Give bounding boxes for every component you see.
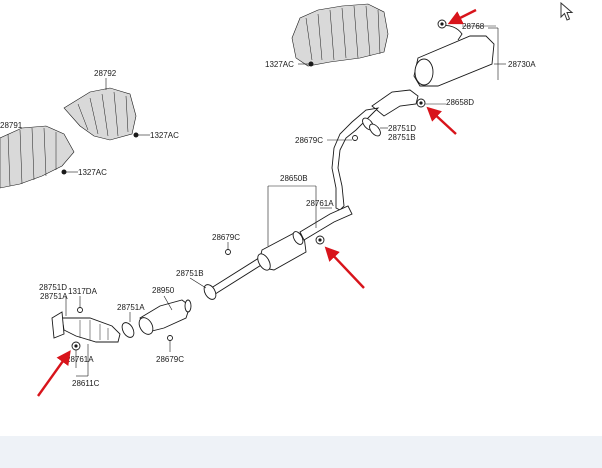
label-1317da: 1317DA [68,287,98,296]
red-arrow-muffler-bolt [426,106,457,135]
label-28751b-mid: 28751B [176,269,204,278]
label-28761a-mid: 28761A [306,199,334,208]
label-28650b: 28650B [280,174,308,183]
label-1327ac-top: 1327AC [265,60,294,69]
label-28791: 28791 [0,121,23,130]
mouse-pointer-icon [560,2,574,21]
label-1327ac-left: 1327AC [78,168,107,177]
center-pipe [331,107,381,211]
label-28658d: 28658D [446,98,474,107]
red-arrow-front-nut [37,350,71,397]
label-28761a-bot: 28761A [66,355,94,364]
label-28751b-top: 28751B [388,133,416,142]
label-28679c-bot: 28679C [156,355,184,364]
footer-bar [0,436,602,468]
middle-pipe-resonator [207,205,353,297]
label-28730a: 28730A [508,60,536,69]
label-28792: 28792 [94,69,117,78]
muffler [371,19,495,117]
label-28768: 28768 [462,22,485,31]
label-28950: 28950 [152,286,175,295]
label-28611c: 28611C [72,379,100,388]
red-arrow-muffler-hanger [447,8,477,25]
red-arrow-middle-nut [324,246,365,289]
label-28751d-left: 28751D [39,283,67,292]
label-28751a: 28751A [117,303,145,312]
front-pipe [51,307,121,351]
heat-shield-28791 [0,125,75,189]
label-1327ac-mid: 1327AC [150,131,179,140]
label-28751a-left: 28751A [40,292,68,301]
label-28679c-mid: 28679C [212,233,240,242]
label-28751d-top: 28751D [388,124,416,133]
label-28679c-top: 28679C [295,136,323,145]
heat-shield-upper [291,3,389,67]
heat-shield-28792 [63,87,139,141]
catalytic-converter [138,299,192,341]
